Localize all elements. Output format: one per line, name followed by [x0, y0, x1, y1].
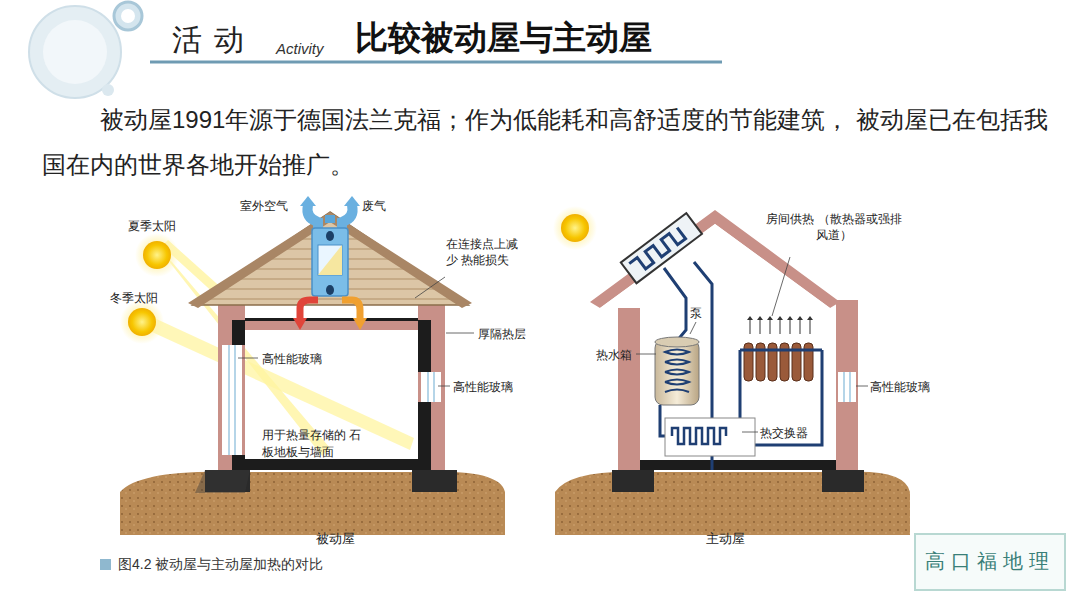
section-tag-en: Activity: [276, 40, 324, 57]
callout-label: 房间供热 （散热器或强排风道）: [764, 211, 904, 243]
sun-label: 夏季太阳: [128, 218, 176, 235]
callout-label: 用于热量存储的 石板地板与墙面: [262, 427, 362, 461]
house-name: 被动屋: [190, 530, 480, 548]
section-tag: 活 动: [172, 20, 246, 61]
callout-label: 热水箱: [596, 347, 632, 364]
callout-label: 高性能玻璃: [870, 379, 930, 396]
callout-label: 高性能玻璃: [453, 379, 513, 396]
callout-label: 高性能玻璃: [262, 351, 322, 368]
air-label: 室外空气: [240, 198, 288, 215]
intro-paragraph: 被动屋1991年源于德国法兰克福；作为低能耗和高舒适度的节能建筑， 被动屋已在包…: [42, 97, 1052, 187]
house-name: 主动屋: [580, 530, 870, 548]
sun-label: 冬季太阳: [110, 290, 158, 307]
house-figure: 主动屋: [580, 205, 870, 550]
slide-title: 比较被动屋与主动屋: [355, 16, 652, 61]
figure-caption: 图4.2 被动屋与主动屋加热的对比: [118, 556, 323, 574]
watermark: 高口福地理: [925, 548, 1055, 575]
callout-label: 热交换器: [760, 425, 808, 442]
air-label: 废气: [362, 198, 386, 215]
callout-label: 泵: [690, 305, 702, 322]
house-figure: 被动屋: [190, 210, 480, 550]
callout-label: 在连接点上减少 热能损失: [446, 236, 526, 268]
callout-label: 厚隔热层: [478, 326, 526, 343]
